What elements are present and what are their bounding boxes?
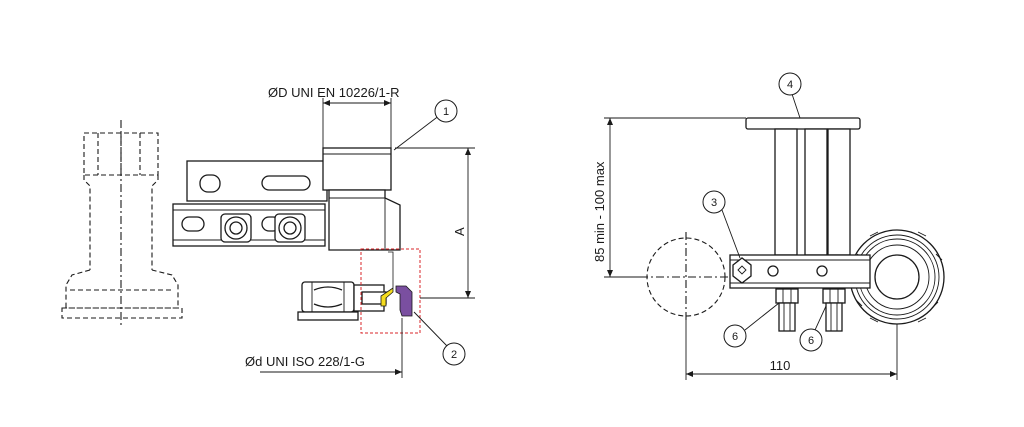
mounting-bracket (172, 160, 328, 247)
bolts (775, 288, 846, 332)
callout-4-text: 4 (787, 79, 793, 91)
callout-6b (799, 328, 823, 352)
callout-4 (778, 72, 802, 96)
phantom-fitting (61, 120, 183, 328)
clamp-bar (729, 254, 871, 289)
yellow-seal (380, 251, 394, 307)
support-rods (774, 128, 851, 256)
callout-6a-text: 6 (732, 331, 738, 343)
fitting-body (297, 147, 421, 334)
width-label: 110 (770, 358, 791, 373)
leader-6b (814, 305, 827, 331)
leader-3 (721, 209, 741, 259)
outer-diameter-label: ØD UNI EN 10226/1-R (268, 85, 400, 100)
callout-3 (702, 190, 726, 214)
callout-6b-text: 6 (808, 335, 814, 347)
callout-2-text: 2 (451, 349, 457, 361)
top-plate (745, 117, 861, 130)
callout-1 (434, 99, 458, 123)
dimension-height (604, 117, 746, 278)
dimension-width (685, 316, 898, 380)
callout-2 (442, 342, 466, 366)
leader-2 (413, 311, 449, 348)
leader-6a (744, 302, 780, 331)
height-range-label: 85 min - 100 max (592, 161, 607, 262)
callout-1-text: 1 (443, 106, 449, 118)
leader-1 (393, 114, 441, 151)
dimension-a-label: A (452, 227, 467, 236)
pipe-phantom (640, 232, 732, 322)
dimension-a (395, 147, 475, 299)
callout-6a (723, 324, 747, 348)
purple-seal (395, 285, 413, 317)
dimension-od (322, 98, 392, 148)
dimension-id (260, 318, 403, 378)
inner-diameter-label: Ød UNI ISO 228/1-G (245, 354, 365, 369)
leader-4 (791, 93, 801, 119)
detail-box (360, 248, 421, 334)
callout-3-text: 3 (711, 197, 717, 209)
